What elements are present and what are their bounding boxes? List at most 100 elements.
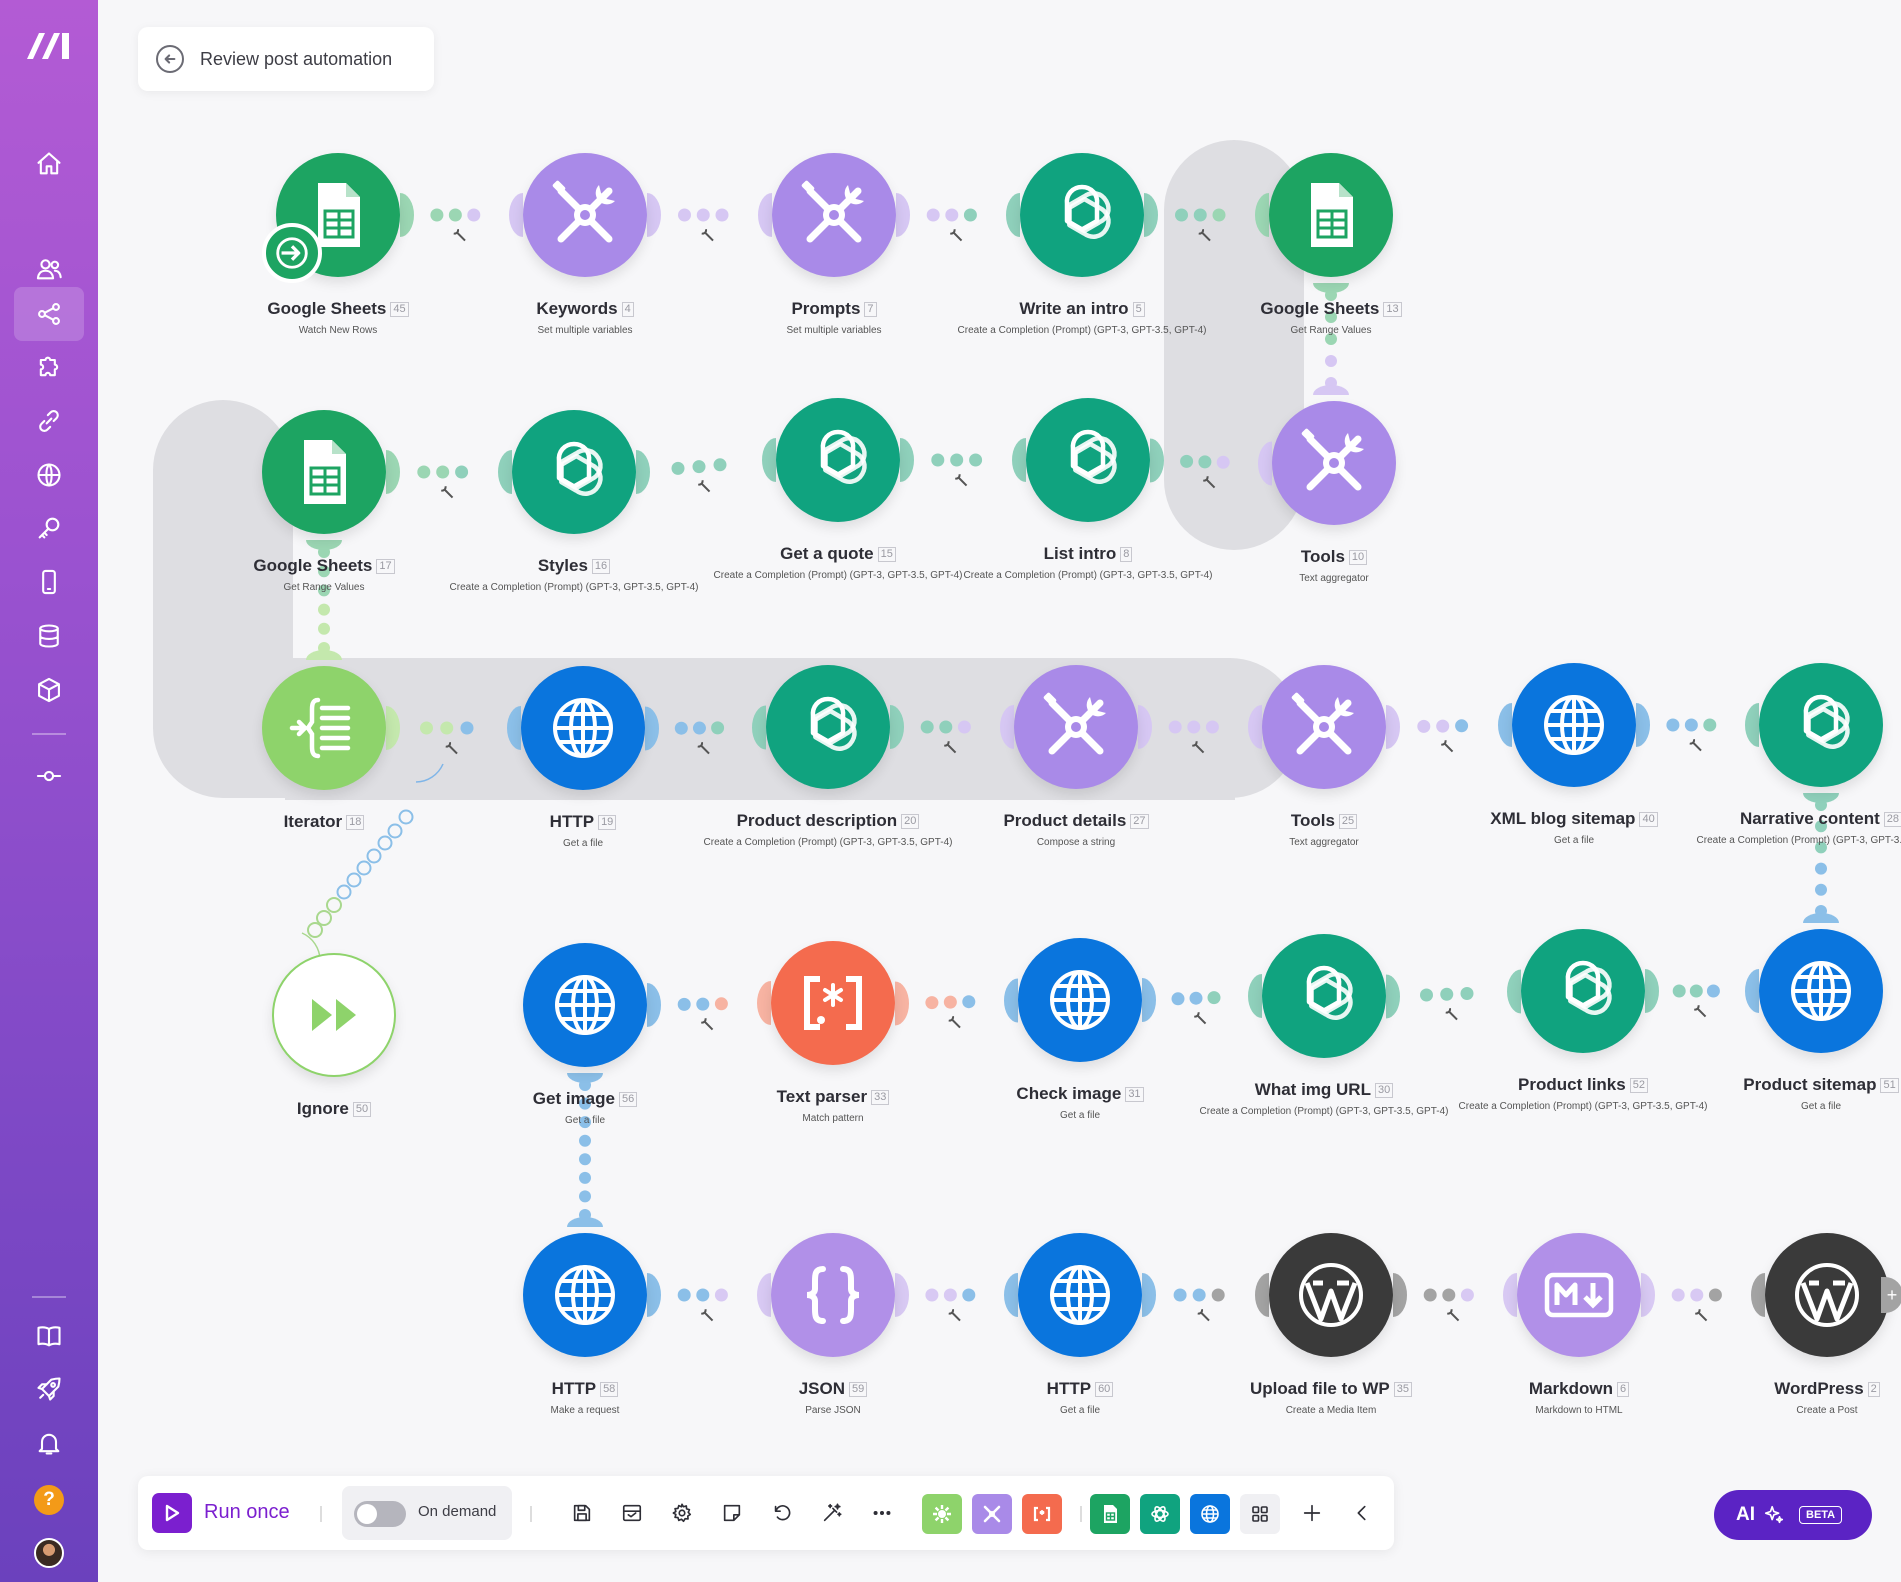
undo-icon[interactable] [766, 1497, 798, 1529]
module-name: Product links [1518, 1075, 1626, 1094]
module-action: Markdown to HTML [1535, 1405, 1623, 1416]
datastores-icon[interactable] [14, 609, 84, 663]
module-gs13[interactable] [1269, 153, 1393, 277]
text-parser-tool-icon[interactable] [1022, 1494, 1062, 1534]
module-it18[interactable] [262, 666, 386, 790]
module-name: HTTP [551, 1379, 597, 1398]
openai-app-icon [1783, 687, 1859, 763]
module-gs17[interactable] [262, 410, 386, 534]
more-dots-icon[interactable] [866, 1497, 898, 1529]
parser-app-icon [795, 965, 871, 1041]
home-icon[interactable] [14, 137, 84, 191]
back-arrow-icon[interactable] [156, 45, 184, 73]
sidebar-divider [32, 1296, 66, 1298]
tools-tool-icon[interactable] [972, 1494, 1012, 1534]
page-title[interactable]: Review post automation [200, 48, 393, 69]
module-name: WordPress [1774, 1379, 1864, 1398]
keys-icon[interactable] [14, 501, 84, 555]
connections-icon[interactable] [14, 394, 84, 448]
module-pl52[interactable] [1521, 929, 1645, 1053]
schedule-toggle[interactable]: On demand [342, 1486, 512, 1540]
module-id-badge: 10 [1348, 550, 1368, 565]
more-apps-grid-icon[interactable] [1240, 1494, 1280, 1534]
scheduling-icon[interactable] [616, 1497, 648, 1529]
devices-icon[interactable] [14, 555, 84, 609]
datastructures-icon[interactable] [14, 663, 84, 717]
templates-icon[interactable] [14, 340, 84, 394]
module-wi5[interactable] [1020, 153, 1144, 277]
add-module-plus-icon[interactable]: + [1881, 1277, 1901, 1313]
module-action: Set multiple variables [537, 325, 633, 336]
add-plus-icon[interactable] [1296, 1497, 1328, 1529]
module-tp33[interactable] [771, 941, 895, 1065]
module-id-badge: 20 [901, 814, 920, 829]
module-pd27[interactable] [1014, 665, 1138, 789]
sidebar-divider [32, 733, 66, 735]
flow-control-icon[interactable] [14, 749, 84, 803]
webhooks-icon[interactable] [14, 448, 84, 502]
module-id-badge: 56 [618, 1092, 638, 1107]
http-tool-icon[interactable] [1190, 1494, 1230, 1534]
module-ig50[interactable] [272, 953, 396, 1077]
module-kw4[interactable] [523, 153, 647, 277]
module-md6[interactable] [1517, 1233, 1641, 1357]
module-id-badge: 35 [1393, 1382, 1413, 1397]
module-action: Get a file [1800, 1101, 1842, 1112]
collapse-chevron-left-icon[interactable] [1346, 1497, 1378, 1529]
magic-wand-icon[interactable] [816, 1497, 848, 1529]
module-id-badge: 51 [1880, 1078, 1899, 1093]
module-nc28[interactable] [1759, 663, 1883, 787]
team-icon[interactable] [14, 242, 84, 296]
module-name: Keywords [536, 299, 618, 318]
module-ps51[interactable] [1759, 929, 1883, 1053]
toolbar-divider [320, 1506, 322, 1522]
make-logo[interactable] [24, 28, 74, 62]
ai-assistant-button[interactable]: AI BETA [1714, 1490, 1872, 1540]
module-ht19[interactable] [521, 666, 645, 790]
module-wp2[interactable] [1765, 1233, 1889, 1357]
module-wu30[interactable] [1262, 934, 1386, 1058]
module-ht60[interactable] [1018, 1233, 1142, 1357]
settings-gear-icon[interactable] [666, 1497, 698, 1529]
docs-book-icon[interactable] [14, 1309, 84, 1363]
module-name: Get a quote [780, 544, 874, 563]
module-ci31[interactable] [1018, 938, 1142, 1062]
bell-icon[interactable] [14, 1416, 84, 1470]
rocket-icon[interactable] [14, 1362, 84, 1416]
avatar[interactable] [34, 1538, 64, 1568]
module-gi56[interactable] [523, 943, 647, 1067]
module-li8[interactable] [1026, 398, 1150, 522]
markdown-app-icon [1541, 1257, 1617, 1333]
module-id-badge: 19 [598, 815, 617, 830]
module-pr7[interactable] [772, 153, 896, 277]
scenarios-icon[interactable] [14, 287, 84, 341]
save-icon[interactable] [566, 1497, 598, 1529]
module-gs45[interactable] [276, 153, 400, 277]
module-gq15[interactable] [776, 398, 900, 522]
module-to25[interactable] [1262, 665, 1386, 789]
module-id-badge: 4 [621, 302, 634, 317]
module-xs40[interactable] [1512, 663, 1636, 787]
module-ht58[interactable] [523, 1233, 647, 1357]
module-action: Create a Completion (Prompt) (GPT-3, GPT… [957, 325, 1207, 336]
module-pd20[interactable] [766, 665, 890, 789]
module-to10[interactable] [1272, 401, 1396, 525]
run-once-button[interactable] [152, 1493, 192, 1533]
module-uw35[interactable] [1269, 1233, 1393, 1357]
module-js59[interactable] [771, 1233, 895, 1357]
notes-icon[interactable] [716, 1497, 748, 1529]
openai-tool-icon[interactable] [1140, 1494, 1180, 1534]
help-icon[interactable]: ? [34, 1485, 64, 1515]
module-st16[interactable] [512, 410, 636, 534]
google-sheets-tool-icon[interactable] [1090, 1494, 1130, 1534]
schedule-switch[interactable] [354, 1501, 406, 1527]
run-once-label[interactable]: Run once [204, 1501, 290, 1523]
flow-control-tool-icon[interactable] [922, 1494, 962, 1534]
iterator-app-icon [286, 690, 362, 766]
